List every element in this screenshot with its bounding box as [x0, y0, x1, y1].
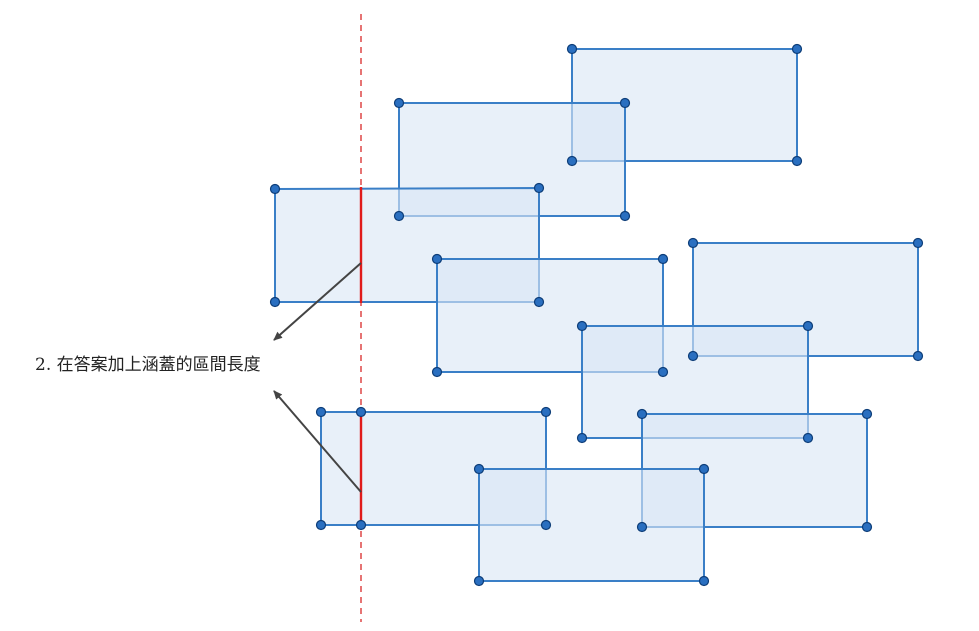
vertex-point[interactable] [619, 210, 631, 222]
vertex-point[interactable] [540, 406, 552, 418]
vertex-group [269, 43, 924, 587]
vertex-point[interactable] [791, 155, 803, 167]
vertex-point[interactable] [315, 406, 327, 418]
vertex-point[interactable] [636, 521, 648, 533]
vertex-point[interactable] [393, 210, 405, 222]
vertex-point[interactable] [791, 43, 803, 55]
vertex-point[interactable] [431, 366, 443, 378]
vertex-point[interactable] [566, 155, 578, 167]
vertex-point[interactable] [393, 97, 405, 109]
vertex-point[interactable] [687, 237, 699, 249]
annotation-label: 2. 在答案加上涵蓋的區間長度 [35, 355, 261, 375]
vertex-point[interactable] [657, 366, 669, 378]
vertex-point[interactable] [473, 463, 485, 475]
vertex-point[interactable] [566, 43, 578, 55]
vertex-point[interactable] [315, 519, 327, 531]
sweep-intersection-point[interactable] [355, 406, 367, 418]
vertex-point[interactable] [698, 575, 710, 587]
rectangle [478, 468, 705, 582]
vertex-point[interactable] [687, 350, 699, 362]
vertex-point[interactable] [636, 408, 648, 420]
vertex-point[interactable] [269, 183, 281, 195]
vertex-point[interactable] [912, 350, 924, 362]
vertex-point[interactable] [802, 320, 814, 332]
vertex-point[interactable] [861, 408, 873, 420]
vertex-point[interactable] [576, 320, 588, 332]
annotation-arrow [273, 390, 362, 493]
vertex-point[interactable] [861, 521, 873, 533]
vertex-point[interactable] [533, 182, 545, 194]
vertex-point[interactable] [540, 519, 552, 531]
vertex-point[interactable] [912, 237, 924, 249]
vertex-point[interactable] [269, 296, 281, 308]
vertex-point[interactable] [533, 296, 545, 308]
vertex-point[interactable] [431, 253, 443, 265]
vertex-point[interactable] [698, 463, 710, 475]
annotation-arrow [273, 262, 362, 341]
sweep-intersection-point[interactable] [355, 519, 367, 531]
vertex-point[interactable] [576, 432, 588, 444]
vertex-point[interactable] [473, 575, 485, 587]
vertex-point[interactable] [657, 253, 669, 265]
vertex-point[interactable] [619, 97, 631, 109]
vertex-point[interactable] [802, 432, 814, 444]
